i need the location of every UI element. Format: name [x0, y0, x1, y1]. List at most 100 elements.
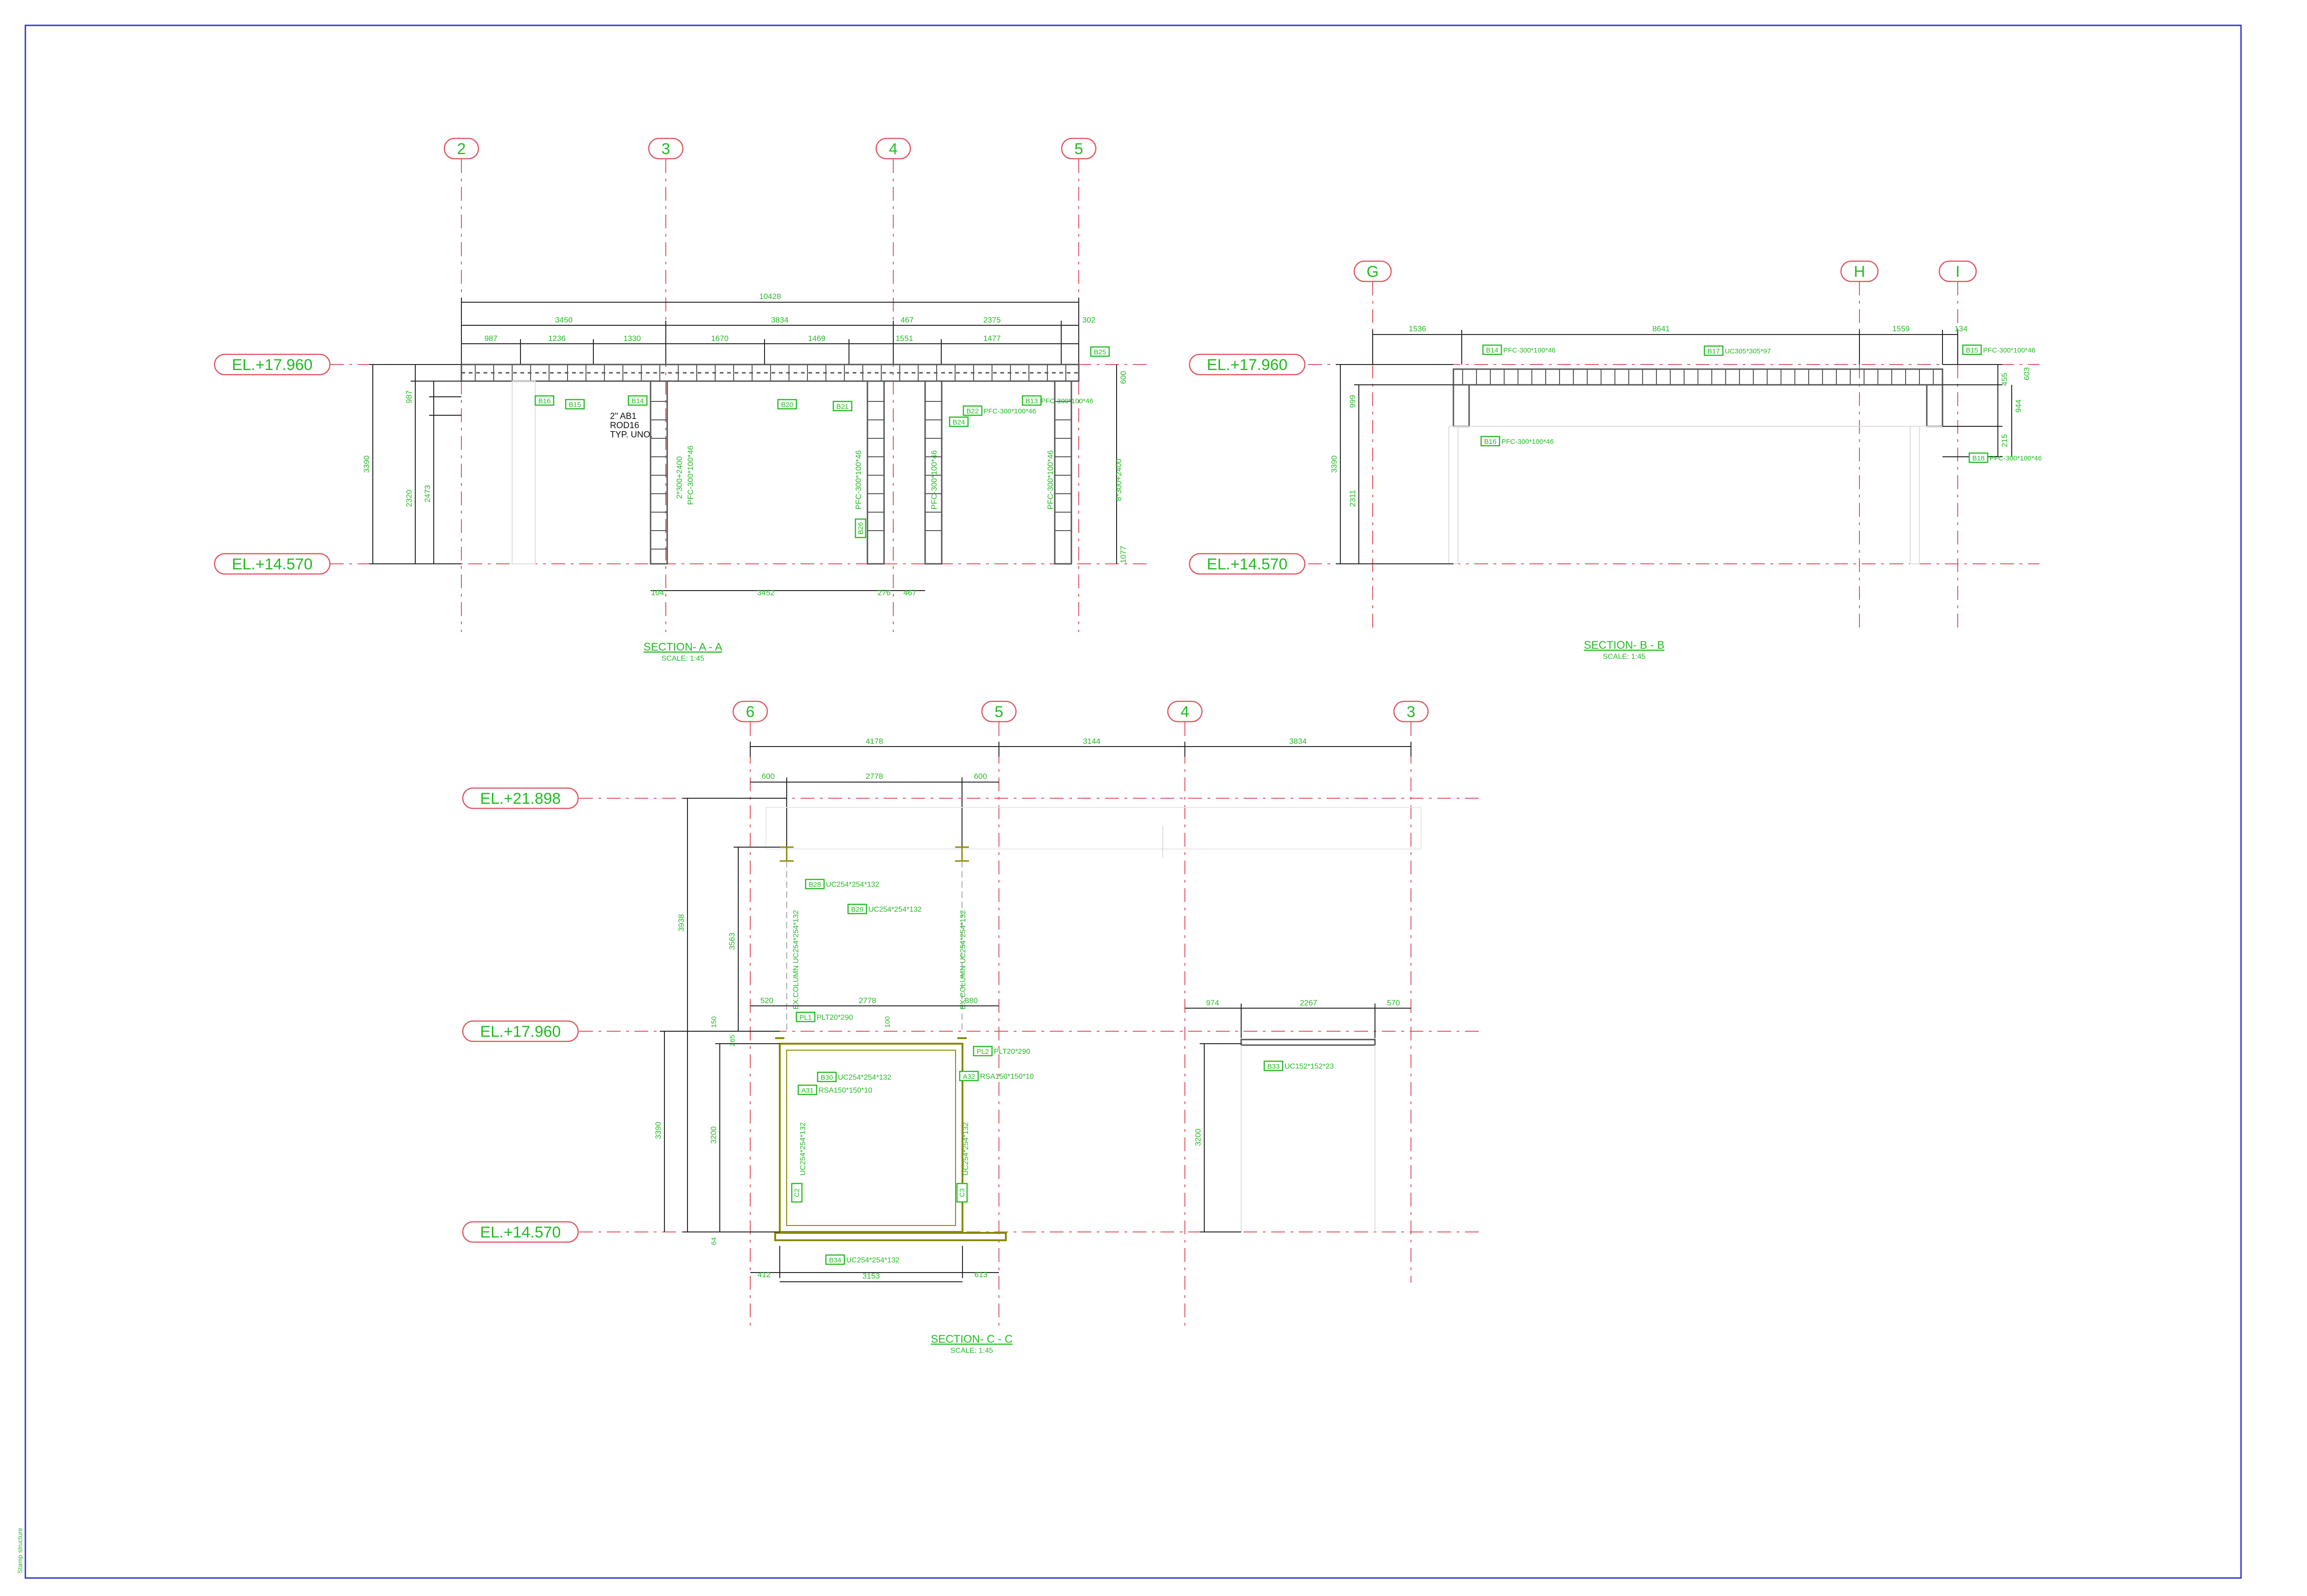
- svg-text:B25: B25: [1094, 348, 1106, 356]
- svg-text:8641: 8641: [1652, 324, 1670, 333]
- section-b-b: G H I EL.+17.960 EL.+14.570 1536 8641 15…: [1189, 260, 2042, 661]
- svg-text:2778: 2778: [866, 772, 883, 781]
- svg-text:944: 944: [2014, 400, 2023, 412]
- frame-box: [779, 1043, 963, 1233]
- svg-text:A32: A32: [963, 1073, 975, 1081]
- svg-text:2375: 2375: [983, 316, 1001, 324]
- svg-text:EL.+14.570: EL.+14.570: [480, 1224, 561, 1241]
- svg-text:G: G: [1367, 263, 1379, 281]
- svg-text:467: 467: [903, 588, 916, 597]
- svg-text:EL.+17.960: EL.+17.960: [1207, 356, 1288, 374]
- svg-text:UC254*254*132: UC254*254*132: [868, 906, 922, 914]
- svg-text:B17: B17: [1708, 347, 1720, 355]
- svg-text:C3: C3: [958, 1188, 966, 1197]
- svg-text:880: 880: [965, 996, 978, 1005]
- svg-text:UC152*152*23: UC152*152*23: [1285, 1063, 1334, 1070]
- svg-text:PLT20*290: PLT20*290: [817, 1014, 853, 1022]
- svg-text:RSA150*150*10: RSA150*150*10: [819, 1087, 873, 1094]
- svg-text:B30: B30: [821, 1074, 833, 1082]
- svg-text:PFC-300*100*46: PFC-300*100*46: [1041, 397, 1093, 405]
- member-tag: A32 RSA150*150*10: [959, 1070, 1034, 1082]
- svg-text:B26: B26: [857, 522, 865, 535]
- elevation-tag-c1: EL.+21.898: [462, 787, 579, 809]
- svg-text:B16: B16: [538, 397, 551, 405]
- member-tag: B14: [628, 395, 648, 406]
- svg-text:1077: 1077: [1119, 546, 1128, 563]
- svg-text:B24: B24: [953, 418, 965, 426]
- member-tag: B25: [1090, 346, 1110, 357]
- svg-text:PFC-300*100*46: PFC-300*100*46: [854, 450, 863, 510]
- section-c-title: SECTION- C - C: [931, 1333, 1012, 1345]
- elevation-tag-top: EL.+17.960: [214, 353, 331, 376]
- grid-bubble-5c: 5: [981, 700, 1017, 723]
- svg-text:PFC-300*100*46: PFC-300*100*46: [984, 407, 1036, 415]
- svg-text:455: 455: [2000, 373, 2009, 386]
- svg-text:467: 467: [901, 316, 914, 324]
- svg-text:5: 5: [1075, 140, 1083, 158]
- member-tag: B20: [777, 399, 797, 410]
- svg-text:PFC-300*100*46: PFC-300*100*46: [1503, 347, 1555, 354]
- svg-text:600: 600: [1119, 371, 1128, 384]
- grid-bubble-6: 6: [732, 700, 768, 723]
- svg-text:215: 215: [2000, 434, 2009, 447]
- svg-text:974: 974: [1206, 998, 1219, 1007]
- svg-text:3144: 3144: [1083, 737, 1100, 746]
- section-c-scale: SCALE: 1:45: [950, 1347, 993, 1355]
- svg-text:B14: B14: [1486, 347, 1499, 354]
- svg-text:PFC-300*100*46: PFC-300*100*46: [1501, 438, 1554, 446]
- svg-text:PFC-300*100*46: PFC-300*100*46: [686, 446, 695, 505]
- svg-text:B29: B29: [851, 906, 864, 914]
- svg-text:C2: C2: [793, 1188, 801, 1197]
- svg-text:2" AB1: 2" AB1: [610, 412, 636, 421]
- member-tag: C3: [956, 1183, 968, 1203]
- svg-text:B13: B13: [1026, 397, 1038, 405]
- svg-text:A31: A31: [801, 1087, 814, 1094]
- svg-text:603: 603: [2022, 367, 2031, 380]
- svg-text:UC254*254*132: UC254*254*132: [826, 881, 879, 889]
- elevation-tag-c2: EL.+17.960: [462, 1020, 579, 1042]
- sheet-border: [24, 24, 2242, 1579]
- svg-text:B16: B16: [1484, 438, 1497, 446]
- svg-text:2311: 2311: [1348, 490, 1357, 507]
- svg-text:PFC-300*100*46: PFC-300*100*46: [1983, 347, 2035, 354]
- svg-text:H: H: [1854, 263, 1865, 281]
- svg-text:134: 134: [1954, 324, 1967, 333]
- svg-text:2473: 2473: [423, 485, 432, 502]
- svg-text:1236: 1236: [548, 334, 566, 343]
- svg-text:987: 987: [484, 334, 497, 343]
- svg-text:RSA150*150*10: RSA150*150*10: [980, 1073, 1034, 1081]
- grid-bubble-4: 4: [875, 137, 911, 160]
- svg-text:64: 64: [710, 1237, 718, 1245]
- svg-text:1559: 1559: [1892, 324, 1910, 333]
- svg-text:3: 3: [662, 140, 670, 158]
- svg-text:2778: 2778: [859, 996, 876, 1005]
- svg-text:3200: 3200: [709, 1126, 718, 1144]
- svg-text:412: 412: [758, 1270, 771, 1279]
- svg-text:PFC-300*100*46: PFC-300*100*46: [930, 450, 938, 510]
- elevation-tag-top: EL.+17.960: [1189, 353, 1306, 376]
- svg-text:UC254*254*132: UC254*254*132: [846, 1256, 900, 1264]
- grid-bubble-i: I: [1938, 260, 1977, 282]
- svg-text:613: 613: [974, 1270, 987, 1279]
- section-c-c: 6 5 4 3 EL.+21.898 EL.+17.960 EL.+14.570…: [462, 700, 1481, 1355]
- svg-text:6: 6: [746, 703, 755, 721]
- grid-bubble-5: 5: [1061, 137, 1097, 160]
- member-tag: B26: [855, 518, 867, 538]
- svg-text:B15: B15: [569, 401, 581, 409]
- svg-text:3390: 3390: [1330, 455, 1339, 473]
- svg-text:UC254*254*132: UC254*254*132: [799, 1122, 807, 1176]
- svg-text:3450: 3450: [555, 316, 573, 324]
- svg-text:4: 4: [1181, 703, 1189, 721]
- svg-text:265: 265: [729, 1034, 736, 1046]
- elevation-tag-c3: EL.+14.570: [462, 1221, 579, 1243]
- svg-text:3390: 3390: [654, 1122, 663, 1139]
- svg-text:PFC-300*100*46: PFC-300*100*46: [1990, 454, 2042, 462]
- member-tag: B15 PFC-300*100*46: [1962, 344, 2035, 355]
- svg-text:EL.+17.960: EL.+17.960: [480, 1023, 561, 1040]
- svg-text:B15: B15: [1966, 347, 1978, 354]
